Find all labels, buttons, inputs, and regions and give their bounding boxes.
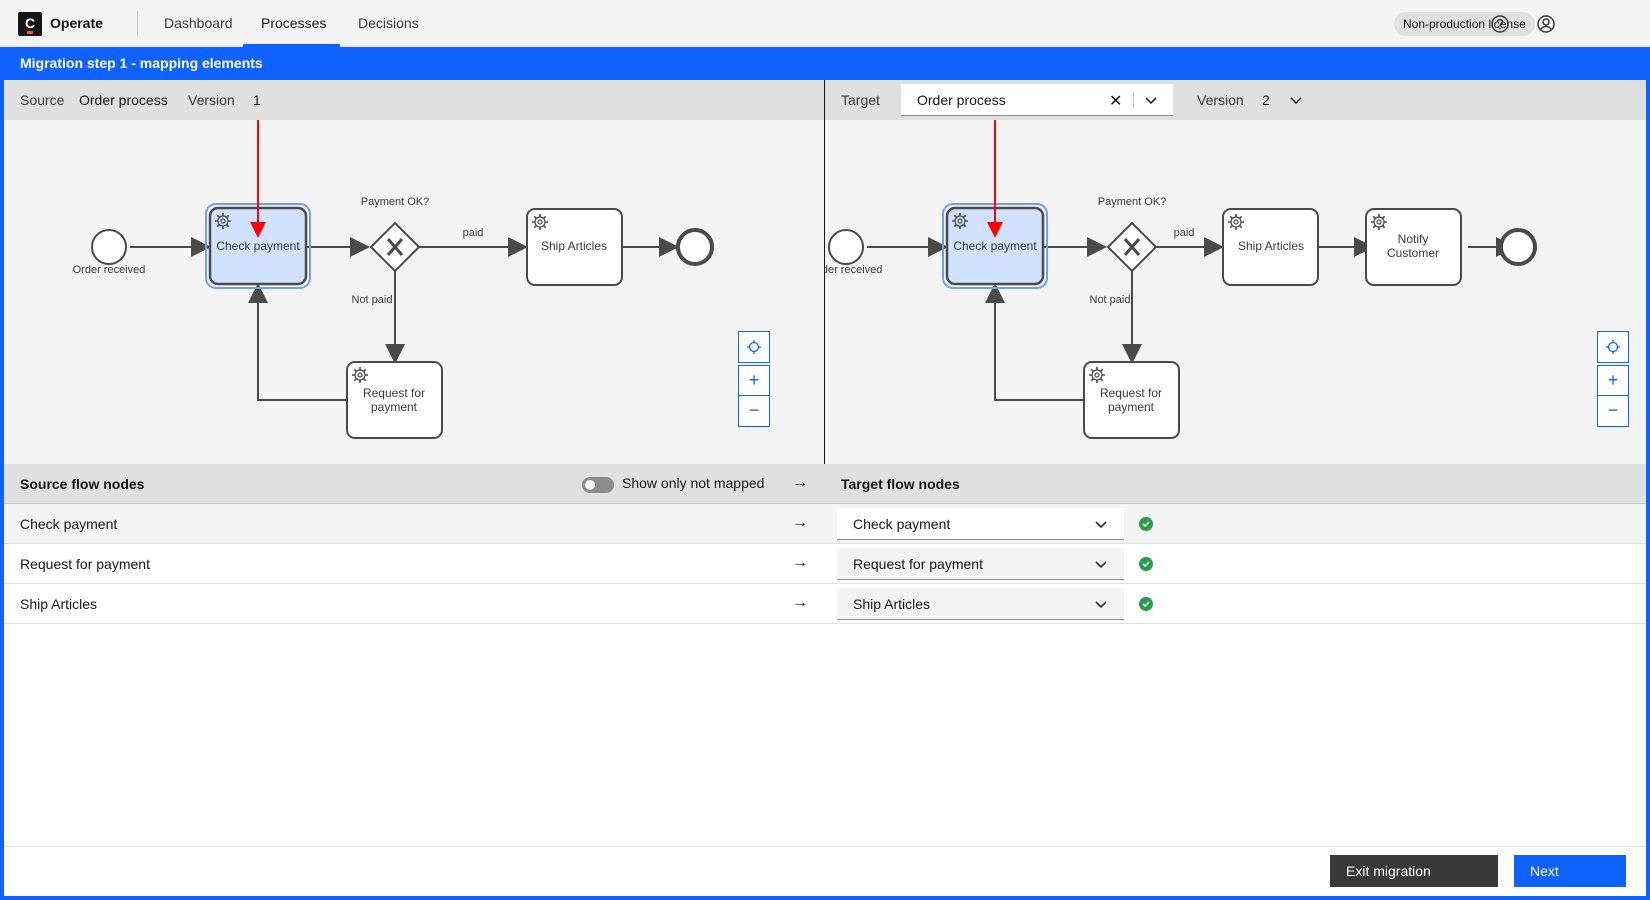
target-process-value: Order process: [917, 92, 1006, 108]
target-version-label: Version: [1197, 92, 1244, 108]
source-node-name: Ship Articles: [20, 596, 98, 612]
end-event[interactable]: [1499, 228, 1537, 266]
arrow-right-icon: →: [792, 514, 808, 531]
target-label: Target: [841, 92, 880, 108]
table-row[interactable]: Request for payment → Request for paymen…: [4, 544, 1646, 584]
task-check-payment-label: Check payment: [216, 239, 300, 253]
mapped-checkmark-icon: [1139, 517, 1153, 531]
panel-divider[interactable]: [824, 80, 825, 464]
start-event[interactable]: [91, 229, 127, 265]
target-node-value: Request for payment: [853, 556, 983, 572]
help-icon[interactable]: [1488, 12, 1512, 36]
source-diagram-panel: Source Order process Version 1 Order rec…: [4, 80, 824, 464]
target-bpmn-diagram: Order received Check payment Payment OK?…: [825, 120, 1537, 439]
migration-step-title: Migration step 1 - mapping elements: [0, 47, 1650, 80]
gateway-x-icon: [1123, 238, 1141, 256]
version-chevron-down-icon[interactable]: [1288, 92, 1304, 111]
source-toolbar: Source Order process Version 1: [4, 80, 824, 120]
source-version-label: Version: [188, 92, 235, 108]
flow-not-paid-label: Not paid: [1090, 294, 1131, 306]
show-only-not-mapped-toggle[interactable]: [582, 477, 614, 493]
source-flow-nodes-header: Source flow nodes: [20, 476, 145, 492]
zoom-in-button[interactable]: +: [1597, 365, 1629, 397]
target-process-combobox[interactable]: Order process ✕: [901, 84, 1173, 116]
license-badge: Non-production license: [1394, 12, 1535, 36]
table-row[interactable]: Check payment → Check payment: [4, 504, 1646, 544]
nav-processes[interactable]: Processes: [243, 0, 340, 47]
reset-diagram-zoom-button[interactable]: [1597, 331, 1629, 363]
arrow-right-icon: →: [792, 474, 808, 491]
reset-diagram-zoom-button[interactable]: [738, 331, 770, 363]
mapped-checkmark-icon: [1139, 557, 1153, 571]
target-diagram-panel: Target Order process ✕ Version 2 Order r…: [825, 80, 1646, 464]
task-request-payment-label-1: Request for: [1100, 386, 1162, 400]
flow-paid-label: paid: [1174, 227, 1195, 239]
user-avatar-icon[interactable]: [1534, 12, 1558, 36]
chevron-down-icon: [1093, 556, 1109, 575]
zoom-out-button[interactable]: −: [738, 395, 770, 427]
arrow-right-icon: →: [792, 594, 808, 611]
zoom-in-button[interactable]: +: [738, 365, 770, 397]
gateway-x-icon: [386, 238, 404, 256]
gateway-label: Payment OK?: [361, 196, 429, 208]
flow-not-paid-label: Not paid: [352, 294, 393, 306]
zoom-out-button[interactable]: −: [1597, 395, 1629, 427]
table-row[interactable]: Ship Articles → Ship Articles: [4, 584, 1646, 624]
task-ship-articles[interactable]: [1222, 208, 1319, 286]
source-node-name: Check payment: [20, 516, 118, 532]
annotation-arrow-head: [250, 222, 266, 238]
flow-paid-label: paid: [463, 227, 484, 239]
target-node-dropdown[interactable]: Check payment: [837, 508, 1124, 540]
gateway-label: Payment OK?: [1098, 196, 1166, 208]
nav-decisions[interactable]: Decisions: [358, 15, 419, 31]
task-check-payment-label: Check payment: [953, 239, 1037, 253]
task-ship-articles[interactable]: [526, 208, 623, 286]
app-header: C Operate Dashboard Processes Decisions …: [0, 0, 1650, 47]
task-request-payment-label-2: payment: [371, 400, 418, 414]
exit-migration-button[interactable]: Exit migration: [1330, 855, 1498, 887]
task-request-payment-label-1: Request for: [363, 386, 425, 400]
target-flow-nodes-header: Target flow nodes: [841, 476, 960, 492]
source-process-name: Order process: [79, 92, 168, 108]
target-node-value: Ship Articles: [853, 596, 931, 612]
start-event-label: Order received: [73, 264, 146, 276]
task-notify-customer[interactable]: [1365, 208, 1462, 286]
target-node-dropdown[interactable]: Request for payment: [837, 548, 1124, 580]
end-event[interactable]: [676, 228, 714, 266]
chevron-down-icon: [1093, 516, 1109, 535]
target-version-value[interactable]: 2: [1262, 92, 1270, 108]
task-notify-customer-label-2: Customer: [1387, 246, 1439, 260]
migration-frame: [0, 47, 1650, 900]
task-request-payment[interactable]: [346, 361, 443, 439]
annotation-arrow-head: [987, 222, 1003, 238]
start-event[interactable]: [828, 229, 864, 265]
target-node-value: Check payment: [853, 516, 951, 532]
task-request-payment[interactable]: [1083, 361, 1180, 439]
nav-dashboard[interactable]: Dashboard: [164, 15, 233, 31]
mapping-table-header: Source flow nodes Show only not mapped →…: [4, 464, 1646, 504]
arrow-right-icon: →: [792, 554, 808, 571]
next-button[interactable]: Next: [1514, 855, 1626, 887]
migration-footer: Exit migration Next: [4, 846, 1646, 896]
start-event-label: Order received: [825, 264, 882, 276]
app-name[interactable]: Operate: [50, 15, 103, 31]
task-request-payment-label-2: payment: [1108, 400, 1155, 414]
task-ship-articles-label: Ship Articles: [1238, 239, 1304, 253]
source-label: Source: [20, 92, 65, 108]
target-toolbar: Target Order process ✕ Version 2: [825, 80, 1646, 120]
task-ship-articles-label: Ship Articles: [541, 239, 607, 253]
combobox-separator: [1133, 92, 1134, 108]
source-version-value: 1: [253, 92, 261, 108]
clear-selection-icon[interactable]: ✕: [1109, 93, 1123, 110]
header-divider: [137, 11, 138, 36]
task-notify-customer-label-1: Notify: [1398, 232, 1429, 246]
source-node-name: Request for payment: [20, 556, 150, 572]
chevron-down-icon[interactable]: [1143, 92, 1159, 111]
chevron-down-icon: [1093, 596, 1109, 615]
mapped-checkmark-icon: [1139, 597, 1153, 611]
source-bpmn-diagram: Order received Check payment Payment OK?…: [73, 120, 714, 439]
camunda-logo-icon[interactable]: C: [18, 12, 42, 36]
show-only-not-mapped-label: Show only not mapped: [622, 475, 765, 491]
target-node-dropdown[interactable]: Ship Articles: [837, 588, 1124, 620]
